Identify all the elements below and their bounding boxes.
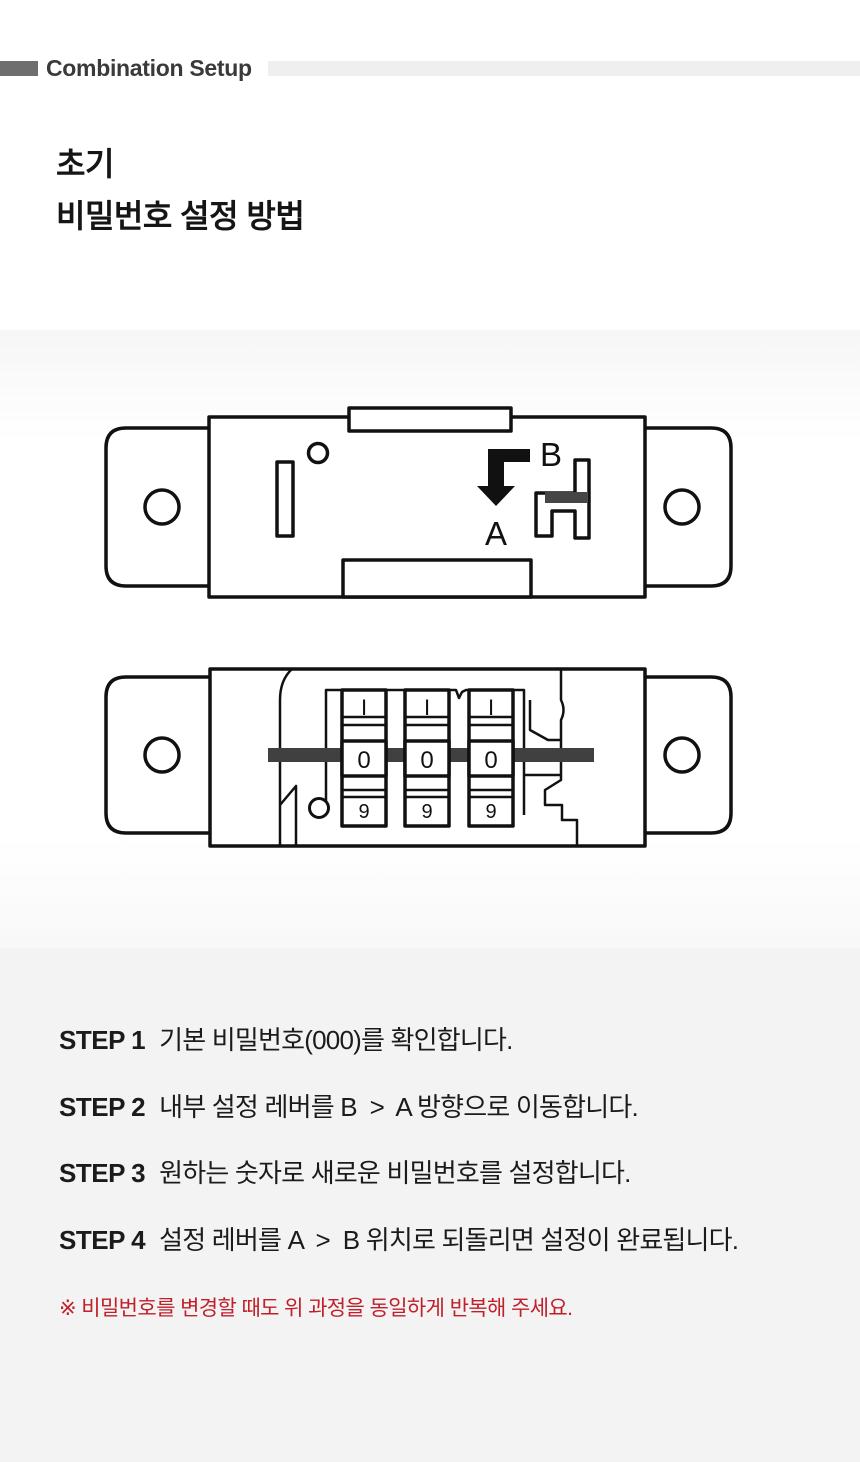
- bottom-latch-tab: [341, 558, 533, 599]
- header-accent-bar: [0, 61, 38, 76]
- warning-note: ※ 비밀번호를 변경할 때도 위 과정을 동일하게 반복해 주세요.: [59, 1297, 573, 1320]
- left-screw-hole-front: [143, 736, 181, 774]
- right-screw-hole-front: [663, 736, 701, 774]
- step-4: STEP 4 설정 레버를 A > B 위치로 되돌리면 설정이 완료됩니다.: [59, 1220, 739, 1257]
- lever-handle: [545, 492, 587, 503]
- step-4-label: STEP 4: [59, 1225, 146, 1255]
- dial-1-top-mark: I: [361, 695, 367, 720]
- dial-3-bottom-digit: 9: [485, 801, 496, 823]
- instructions-panel: STEP 1 기본 비밀번호(000)를 확인합니다. STEP 2 내부 설정 레…: [0, 948, 860, 1462]
- reset-pin-hole: [308, 797, 330, 819]
- step-3-label: STEP 3: [59, 1158, 146, 1188]
- title-line-1: 초기: [56, 146, 114, 182]
- section-header: Combination Setup: [0, 0, 860, 100]
- dial-2-value: 0: [420, 747, 433, 774]
- step-3: STEP 3 원하는 숫자로 새로운 비밀번호를 설정합니다.: [59, 1153, 631, 1190]
- step-2-label: STEP 2: [59, 1092, 146, 1122]
- page-title: 초기 비밀번호 설정 방법: [56, 138, 305, 242]
- dial-wheel-1: I 0 9: [340, 688, 388, 828]
- step-2: STEP 2 내부 설정 레버를 B > A 방향으로 이동합니다.: [59, 1087, 639, 1124]
- lock-diagram: B A: [104, 406, 733, 848]
- step-1-text: 기본 비밀번호(000)를 확인합니다.: [159, 1025, 513, 1055]
- right-mount-tab-front: [645, 675, 733, 835]
- inner-housing-right: [543, 669, 579, 846]
- title-line-2: 비밀번호 설정 방법: [56, 198, 305, 234]
- dial-3-top-mark: I: [488, 695, 494, 720]
- inner-housing-left: [278, 668, 293, 846]
- lock-back-view: B A: [104, 406, 733, 599]
- lock-front-view: I 0 9 I 0 9 I: [104, 667, 733, 848]
- step-1: STEP 1 기본 비밀번호(000)를 확인합니다.: [59, 1020, 513, 1057]
- dial-wheel-2: I 0 9: [403, 688, 451, 828]
- right-screw-hole: [663, 488, 701, 526]
- step-4-text: 설정 레버를 A > B 위치로 되돌리면 설정이 완료됩니다.: [159, 1225, 739, 1255]
- pin-hole: [306, 441, 330, 465]
- dial-2-top-mark: I: [424, 695, 430, 720]
- position-label-a: A: [485, 515, 507, 552]
- dial-3-value: 0: [484, 747, 497, 774]
- dial-1-value: 0: [357, 747, 370, 774]
- lock-diagram-area: B A: [0, 330, 860, 948]
- inner-housing-right-2: [528, 700, 560, 742]
- step-2-text: 내부 설정 레버를 B > A 방향으로 이동합니다.: [159, 1092, 639, 1122]
- header-divider-bar: [268, 61, 860, 76]
- direction-arrow-b-to-a: [477, 449, 530, 506]
- step-1-label: STEP 1: [59, 1025, 146, 1055]
- dial-1-bottom-digit: 9: [358, 801, 369, 823]
- inner-housing-left-cut: [279, 784, 298, 846]
- top-latch-tab: [347, 406, 513, 433]
- dial-wheel-3: I 0 9: [467, 688, 515, 828]
- dial-2-bottom-digit: 9: [421, 801, 432, 823]
- section-header-label: Combination Setup: [46, 55, 252, 81]
- left-screw-hole: [143, 488, 181, 526]
- left-mount-tab-front: [104, 675, 210, 835]
- step-3-text: 원하는 숫자로 새로운 비밀번호를 설정합니다.: [159, 1158, 631, 1188]
- slot-opening: [275, 460, 295, 538]
- position-label-b: B: [540, 436, 562, 473]
- left-mount-tab: [104, 426, 209, 588]
- right-mount-tab: [645, 426, 733, 588]
